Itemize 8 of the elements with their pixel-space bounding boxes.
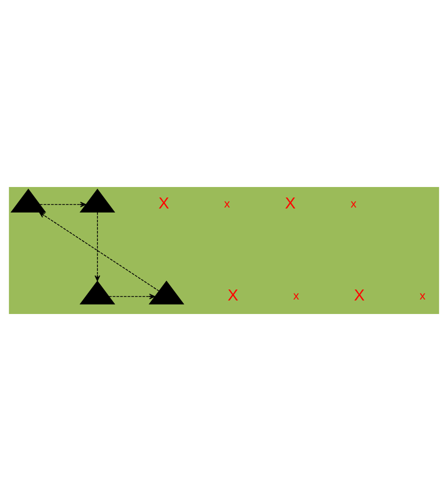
label: x [350,197,356,210]
label: X [354,286,365,304]
label: X [284,195,296,212]
label: x [224,197,230,210]
label: x [293,288,300,302]
label: X [158,195,170,212]
label: x [420,288,426,302]
label: X [228,286,238,304]
